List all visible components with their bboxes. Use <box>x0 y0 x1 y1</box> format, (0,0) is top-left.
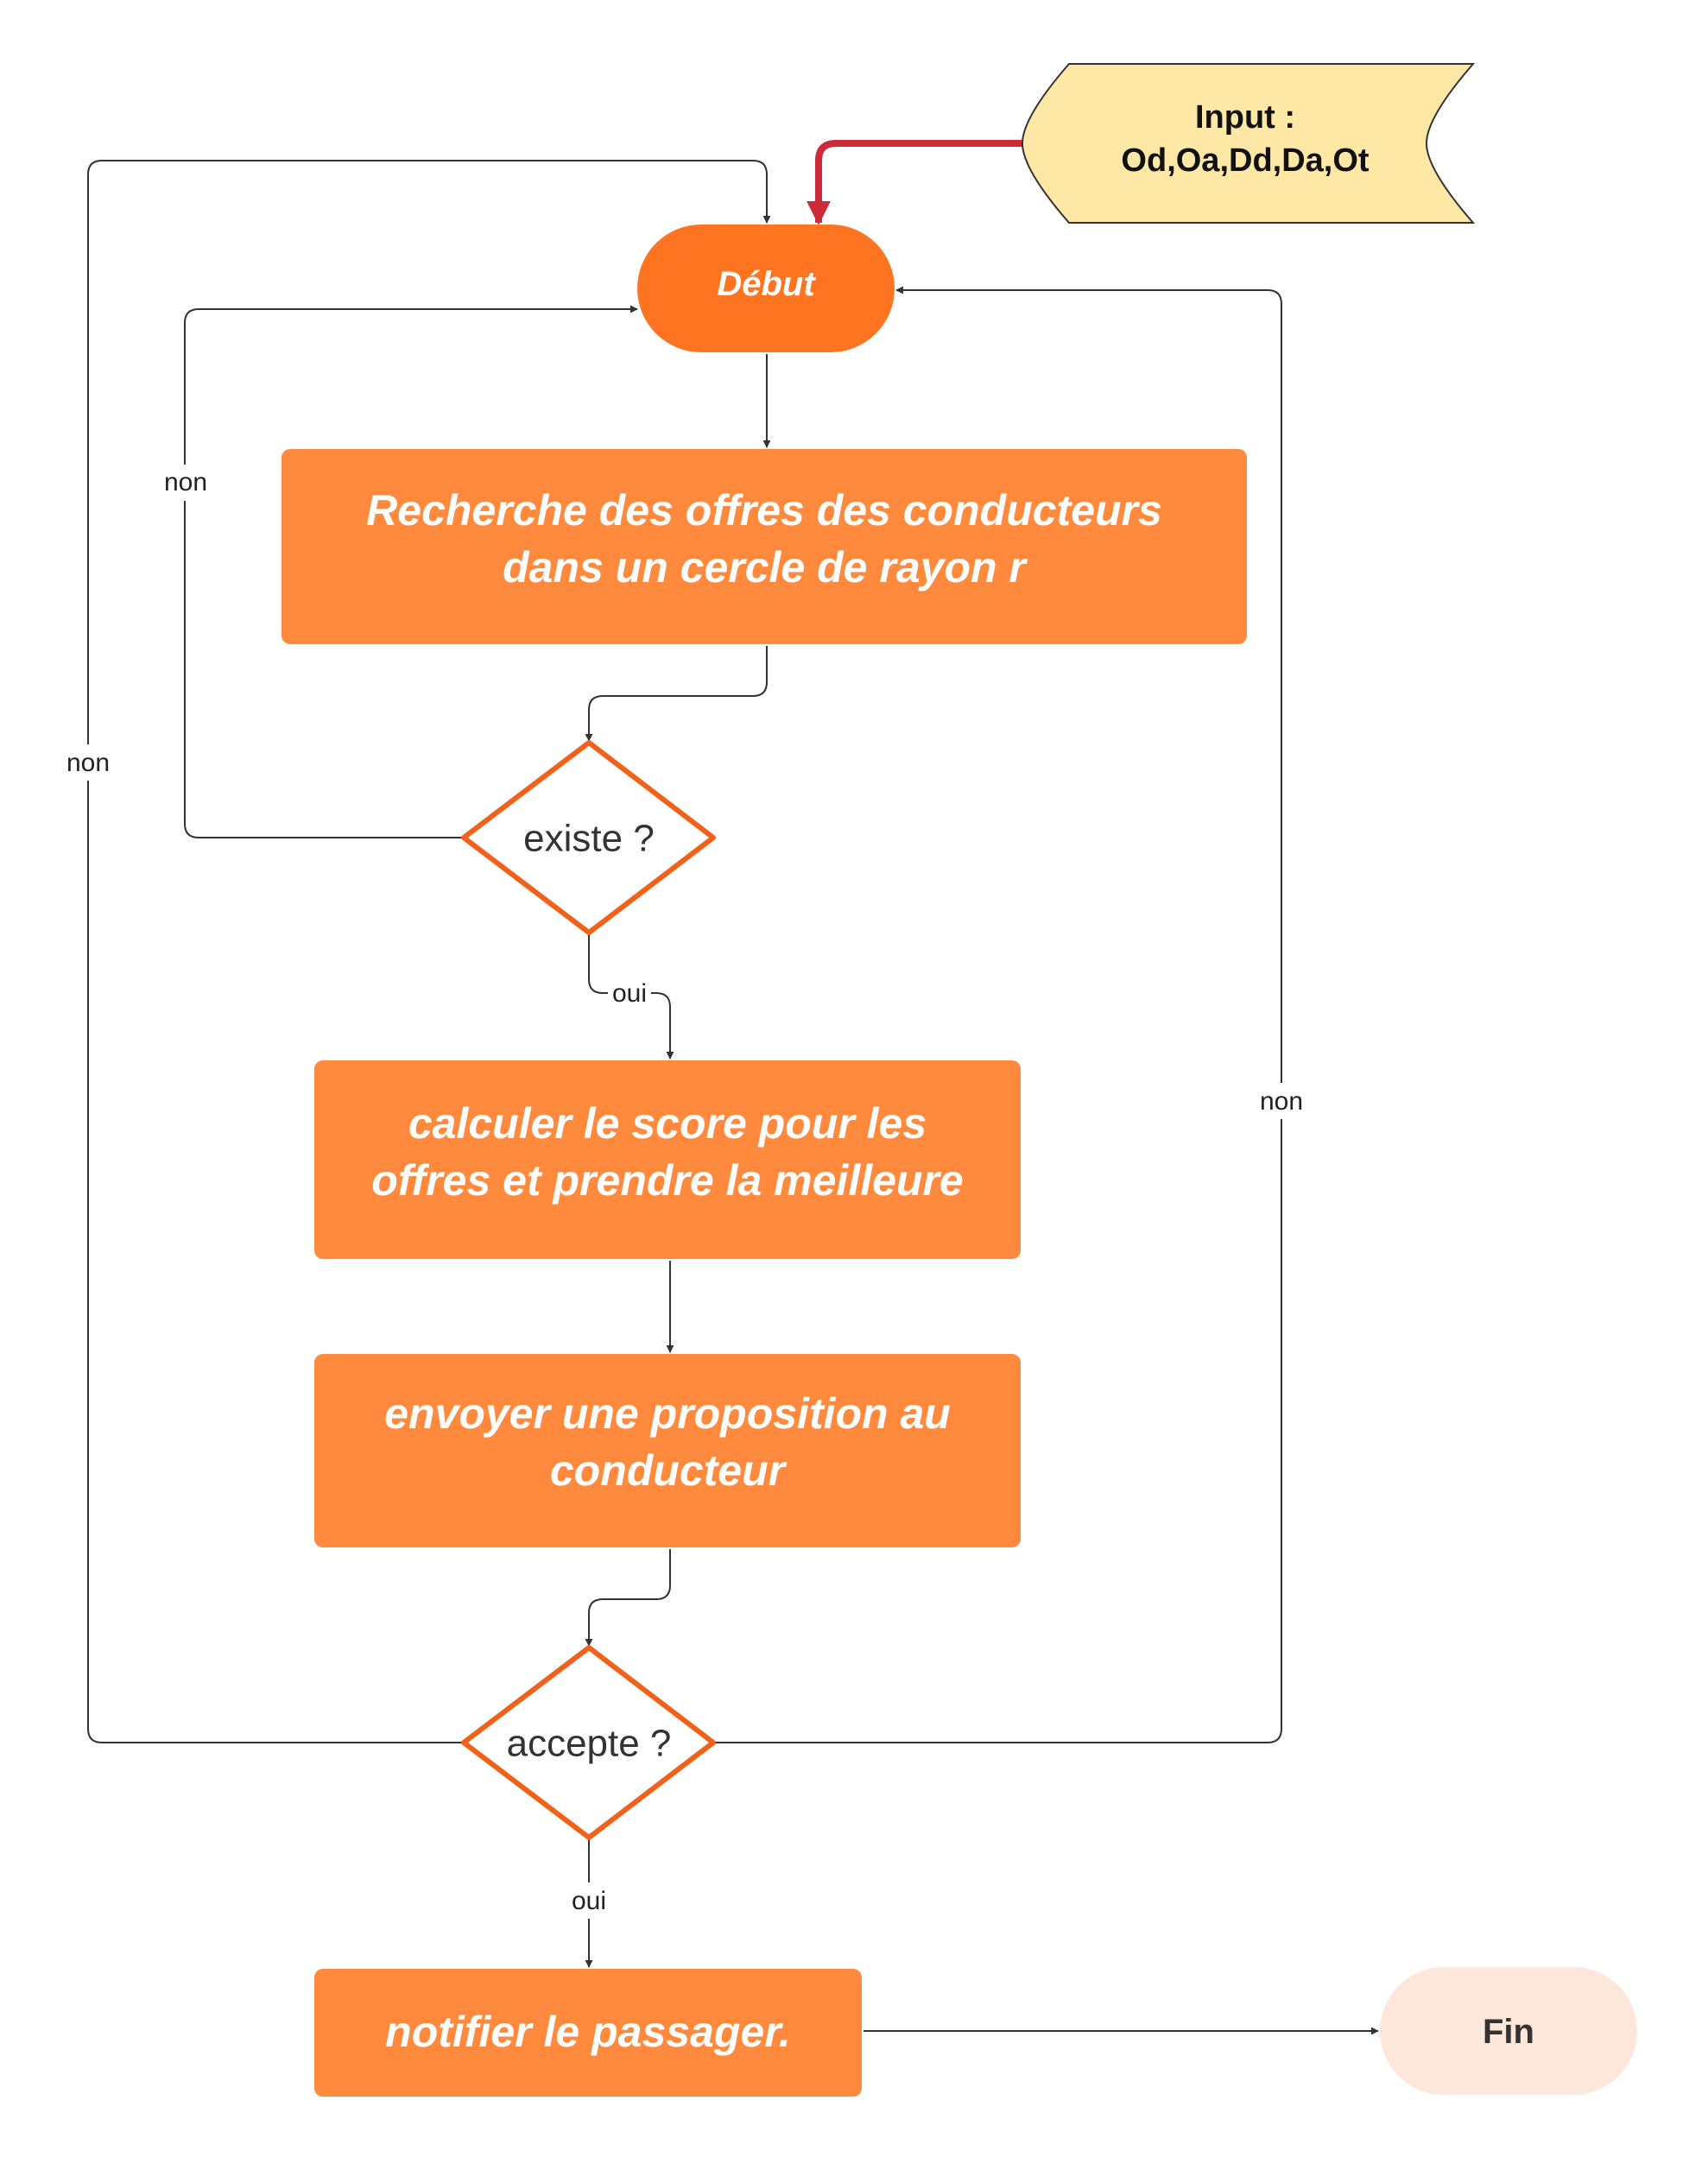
edge-label-exists-no: non <box>164 468 207 497</box>
start-node: Début <box>637 225 895 352</box>
edge-accepts-no-left-loop <box>87 160 771 1743</box>
decision-accepts-shape <box>461 1645 716 1840</box>
edge-label-accepts-no-left: non <box>66 749 110 777</box>
edge-search-to-exists <box>585 646 768 742</box>
step-notify-label: notifier le passager. <box>385 2008 791 2056</box>
decision-accepts-label: accepte ? <box>507 1723 672 1765</box>
step-notify-box <box>314 1969 862 2097</box>
step-score-line1: calculer le score pour les <box>408 1099 927 1148</box>
input-node: Input : Od,Oa,Dd,Da,Ot <box>1021 63 1476 224</box>
step-send-box <box>314 1354 1021 1547</box>
step-notify: notifier le passager. <box>314 1969 862 2097</box>
step-score-line2: offres et prendre la meilleure <box>371 1156 963 1205</box>
end-node: Fin <box>1380 1967 1637 2095</box>
input-variables: Od,Oa,Dd,Da,Ot <box>1121 142 1369 179</box>
edge-send-to-accepts <box>585 1549 671 1647</box>
step-score: calculer le score pour les offres et pre… <box>314 1060 1021 1259</box>
edge-input-to-start <box>807 140 1023 225</box>
step-send: envoyer une proposition au conducteur <box>314 1354 1021 1547</box>
end-label: Fin <box>1483 2013 1534 2051</box>
decision-exists-shape <box>461 740 716 935</box>
step-score-box <box>314 1060 1021 1259</box>
step-search-line1: Recherche des offres des conducteurs <box>366 486 1162 535</box>
edge-label-accepts-yes: oui <box>572 1887 606 1915</box>
edge-label-exists-yes: oui <box>612 979 647 1008</box>
decision-accepts: accepte ? <box>461 1645 716 1840</box>
start-label: Début <box>717 265 816 303</box>
edge-accepts-no-right-loop <box>715 286 1282 1743</box>
edge-label-accepts-no-right: non <box>1260 1087 1303 1116</box>
start-shape <box>637 225 895 352</box>
decision-exists: existe ? <box>461 740 716 935</box>
step-search: Recherche des offres des conducteurs dan… <box>282 449 1247 644</box>
decision-exists-label: existe ? <box>523 818 655 860</box>
input-title: Input : <box>1195 99 1295 136</box>
end-shape <box>1380 1967 1637 2095</box>
step-send-line1: envoyer une proposition au <box>384 1389 951 1438</box>
step-send-line2: conducteur <box>550 1446 788 1495</box>
step-search-line2: dans un cercle de rayon r <box>503 543 1028 592</box>
step-search-box <box>282 449 1247 644</box>
edge-exists-no-loop <box>184 305 638 838</box>
input-shape <box>1021 63 1476 224</box>
